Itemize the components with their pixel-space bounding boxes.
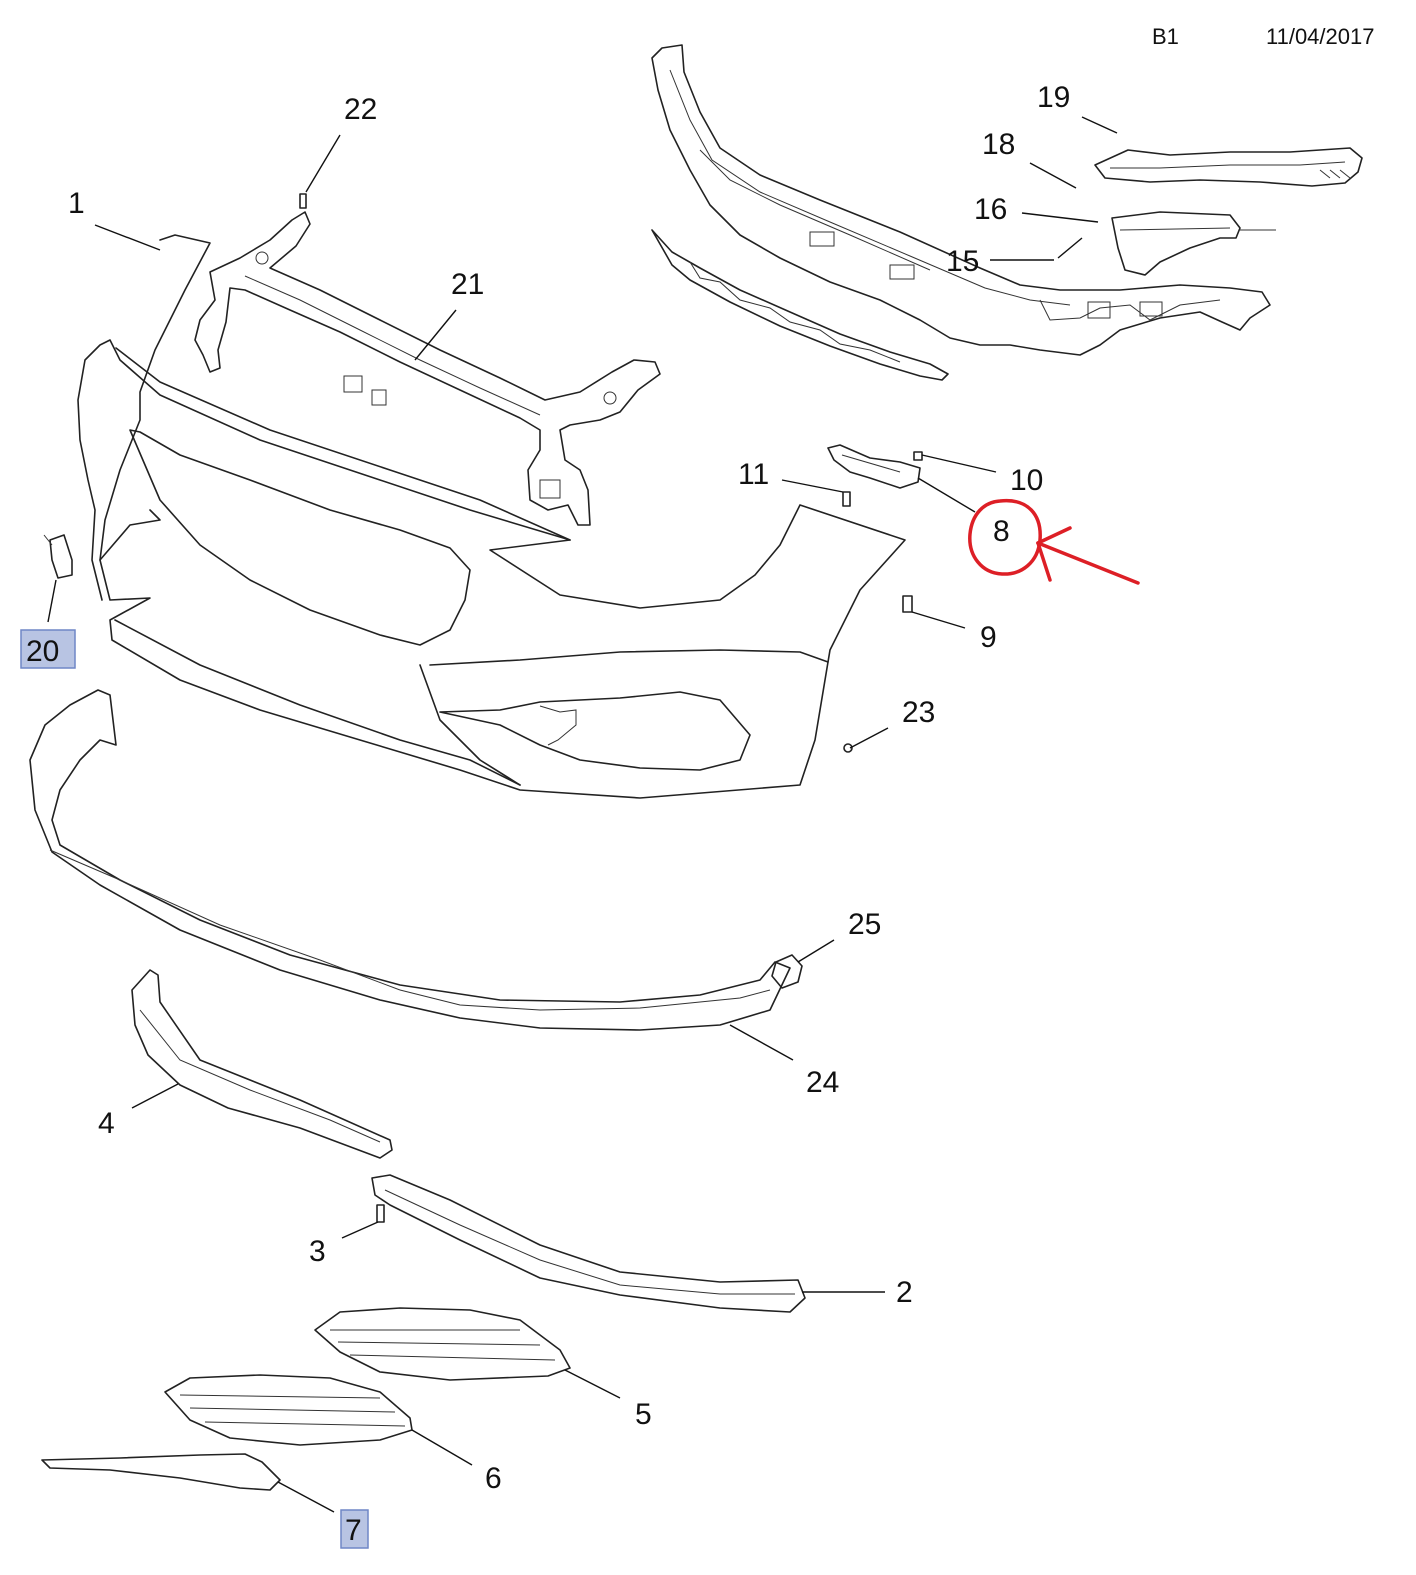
part-2-lower-lip	[371, 1174, 806, 1313]
callout-23: 23	[902, 696, 935, 729]
callout-11: 11	[738, 458, 769, 491]
callout-20-highlight	[20, 629, 76, 669]
callout-16: 16	[974, 193, 1007, 226]
part-4-lower-lip	[131, 969, 393, 1159]
callout-5: 5	[635, 1398, 652, 1431]
callout-10: 10	[1010, 464, 1043, 497]
diagram-date: 11/04/2017	[1266, 24, 1374, 49]
part-11-screw	[842, 491, 851, 507]
callout-15: 15	[946, 245, 979, 278]
part-21-upper-support	[194, 211, 661, 526]
part-8-bracket	[827, 444, 921, 489]
part-3-fastener	[376, 1204, 385, 1223]
leader-lines	[47, 116, 1118, 1513]
part-6-grille	[164, 1374, 413, 1446]
callout-7-highlight	[340, 1509, 369, 1549]
callout-20: 20	[26, 635, 59, 668]
part-1-bumper-fascia	[77, 234, 906, 799]
callout-18: 18	[982, 128, 1015, 161]
callout-4: 4	[98, 1107, 115, 1140]
part-22-screw	[299, 193, 307, 209]
callout-1: 1	[68, 187, 85, 220]
callout-8: 8	[993, 515, 1010, 548]
part-23-clip	[843, 743, 853, 753]
part-16-bracket	[1111, 211, 1276, 276]
callout-21: 21	[451, 268, 484, 301]
part-5-grille	[314, 1307, 571, 1381]
callout-22: 22	[344, 93, 377, 126]
callout-7: 7	[345, 1514, 362, 1547]
callout-24: 24	[806, 1066, 839, 1099]
red-arrow-annotation	[1036, 526, 1140, 585]
callout-25: 25	[848, 908, 881, 941]
part-24-lower-cover	[29, 689, 791, 1031]
red-circle-annotation	[968, 498, 1042, 576]
energy-absorber	[651, 229, 949, 381]
callout-3: 3	[309, 1235, 326, 1268]
callout-6: 6	[485, 1462, 502, 1495]
bumper-reinforcement-beam	[651, 44, 1271, 356]
part-7-trim-strip	[41, 1453, 281, 1491]
diagram-code: B1	[1152, 24, 1179, 49]
part-10-screw	[913, 451, 923, 461]
callout-9: 9	[980, 621, 997, 654]
callout-2: 2	[896, 1276, 913, 1309]
part-25-clip	[771, 954, 803, 989]
callout-19: 19	[1037, 81, 1070, 114]
part-19-bracket	[1094, 147, 1363, 187]
part-9-screw	[902, 595, 913, 613]
part-20-clip	[43, 534, 73, 579]
